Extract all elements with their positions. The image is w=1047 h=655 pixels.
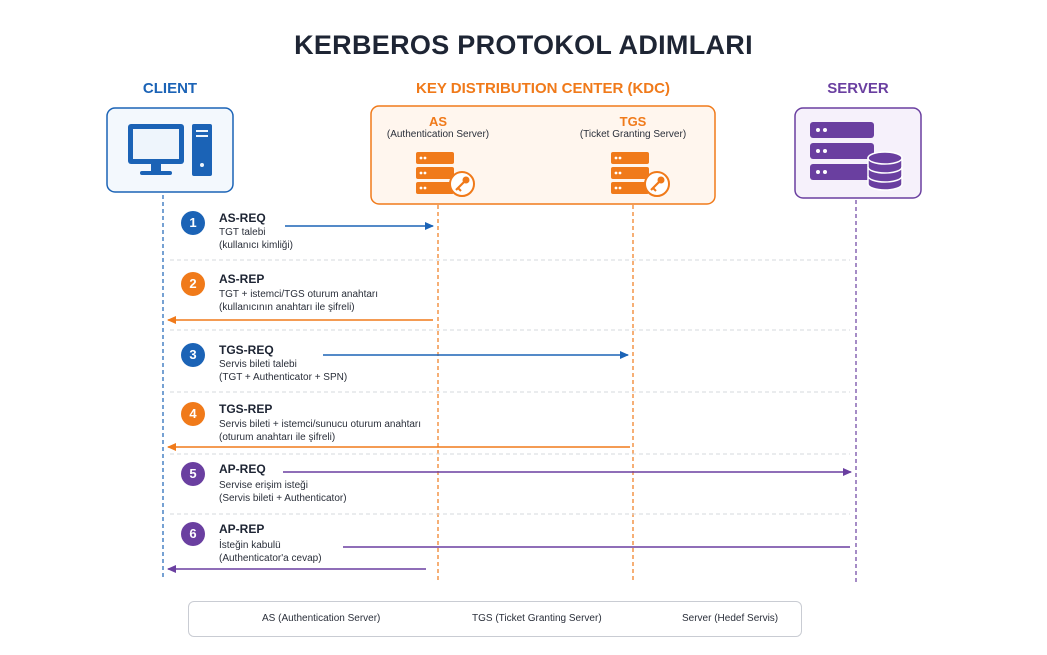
step-6-label: AP-REP [219,522,265,536]
step-1-label: AS-REQ [219,211,266,225]
step-3-badge: 3 [181,343,205,367]
tgs-server-key-icon [611,152,670,197]
step-3-line-1: Servis bileti talebi [219,359,297,370]
desktop-computer-icon [128,124,212,176]
step-4-badge: 4 [181,402,205,426]
step-1-badge: 1 [181,211,205,235]
step-6-badge: 6 [181,522,205,546]
step-4-line-1: Servis bileti + istemci/sunucu oturum an… [219,419,422,430]
tgs-title: TGS [619,114,647,129]
diagram-title: KERBEROS PROTOKOL ADIMLARI [294,30,753,60]
step-2-line-1: TGT + istemci/TGS oturum anahtarı [219,289,379,300]
step-4-line-2: (oturum anahtarı ile şifreli) [219,432,336,443]
server-database-icon [810,122,903,191]
server-header: SERVER [827,80,889,97]
step-2-badge: 2 [181,272,205,296]
step-5-label: AP-REQ [219,462,266,476]
step-5-line-2: (Servis bileti + Authenticator) [219,493,347,504]
step-5-badge: 5 [181,462,205,486]
step-5-line-1: Servise erişim isteği [219,480,308,491]
step-1-line-1: TGT talebi [219,227,266,238]
legend [188,601,802,637]
as-server-key-icon [416,152,475,197]
step-2-line-2: (kullanıcının anahtarı ile şifreli) [219,302,355,313]
kdc-header: KEY DISTRIBUTION CENTER (KDC) [416,80,670,97]
as-desc: (Authentication Server) [386,129,490,140]
legend-label-as: AS (Authentication Server) [262,613,381,624]
step-2-label: AS-REP [219,272,265,286]
legend-label-tgs: TGS (Ticket Granting Server) [472,613,602,624]
step-1-line-2: (kullanıcı kimliği) [219,240,293,251]
client-header: CLIENT [142,80,198,97]
step-3-label: TGS-REQ [219,343,274,357]
step-6-line-1: İsteğin kabulü [219,540,281,551]
as-title: AS [428,114,448,129]
tgs-desc: (Ticket Granting Server) [579,129,687,140]
step-3-line-2: (TGT + Authenticator + SPN) [219,372,348,383]
legend-label-server: Server (Hedef Servis) [682,613,779,624]
step-6-line-2: (Authenticator'a cevap) [219,553,322,564]
step-4-label: TGS-REP [219,402,273,416]
